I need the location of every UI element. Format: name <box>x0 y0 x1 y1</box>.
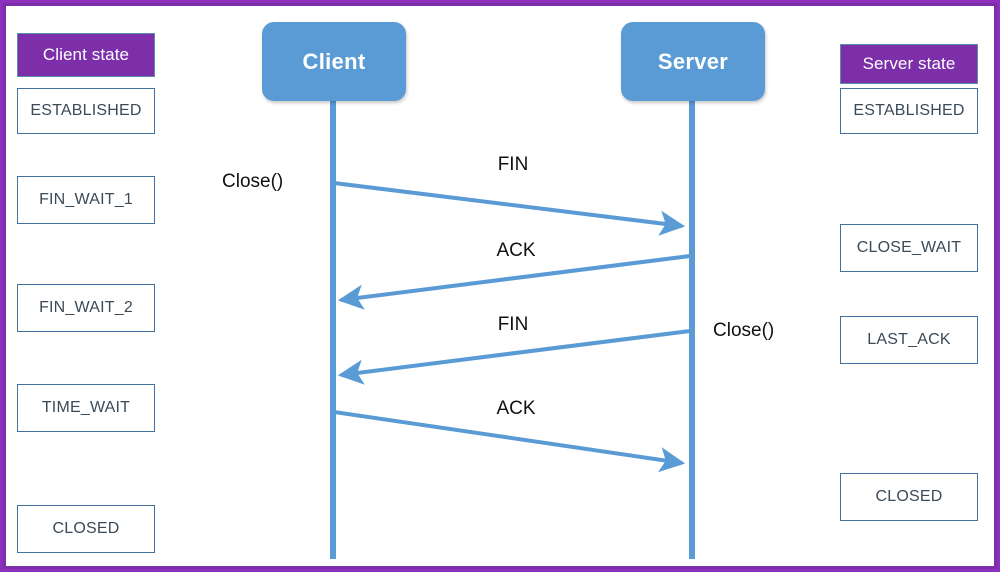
arrow-fin-client-to-server <box>333 181 686 236</box>
arrow-fin-server-to-client <box>337 329 691 385</box>
actor-client: Client <box>262 22 406 101</box>
message-label-ack-1: ACK <box>496 240 536 261</box>
message-label-ack-2: ACK <box>496 398 536 419</box>
client-state-column-header: Client state <box>17 33 155 77</box>
client-state-fin-wait-1: FIN_WAIT_1 <box>17 176 155 224</box>
server-state-column-header: Server state <box>840 44 978 84</box>
server-state-close-wait: CLOSE_WAIT <box>840 224 978 272</box>
message-label-fin-2: FIN <box>497 314 529 335</box>
server-state-established: ESTABLISHED <box>840 88 978 134</box>
message-label-fin-1: FIN <box>497 154 529 175</box>
client-state-fin-wait-2: FIN_WAIT_2 <box>17 284 155 332</box>
client-state-closed: CLOSED <box>17 505 155 553</box>
server-state-closed: CLOSED <box>840 473 978 521</box>
actor-server: Server <box>621 22 765 101</box>
client-close-call-label: Close() <box>222 171 284 192</box>
server-lifeline <box>689 95 695 559</box>
server-state-last-ack: LAST_ACK <box>840 316 978 364</box>
server-close-call-label: Close() <box>713 320 775 341</box>
arrow-ack-server-to-client <box>337 254 691 310</box>
client-lifeline <box>330 95 336 559</box>
client-state-established: ESTABLISHED <box>17 88 155 134</box>
client-state-time-wait: TIME_WAIT <box>17 384 155 432</box>
